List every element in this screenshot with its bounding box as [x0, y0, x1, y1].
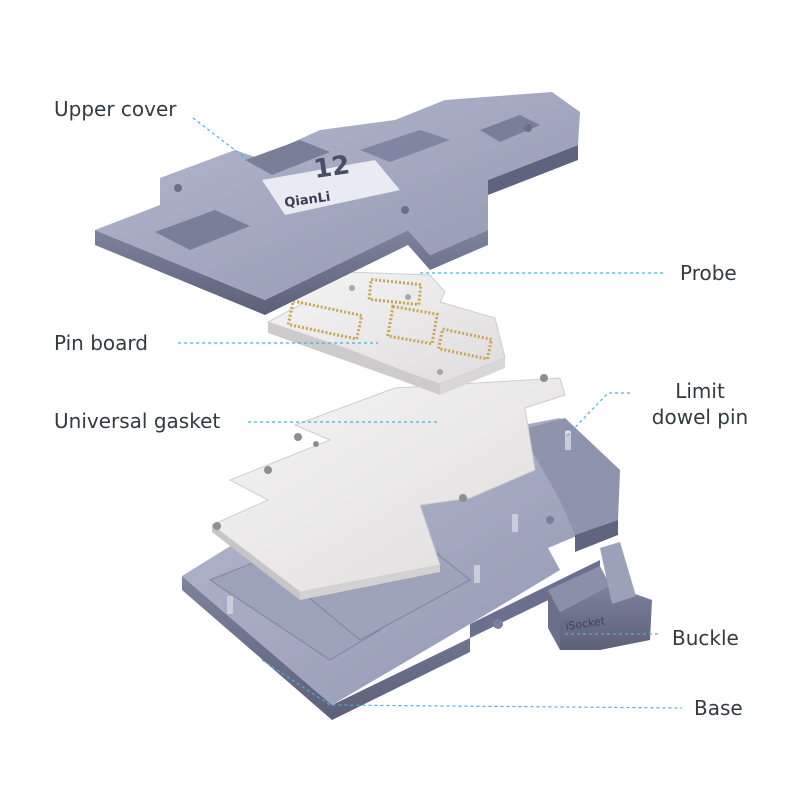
leader-lines [178, 117, 683, 709]
label-base: Base [694, 696, 743, 720]
label-probe: Probe [680, 261, 737, 285]
label-limit-line2: dowel pin [651, 405, 749, 429]
universal-gasket-part [211, 374, 566, 600]
pin-board-part [266, 271, 506, 395]
upper-cover-part: QianLi 12 [95, 92, 580, 315]
label-upper-cover: Upper cover [54, 97, 177, 121]
probe-cluster [286, 277, 494, 361]
label-pin-board: Pin board [54, 331, 148, 355]
label-universal-gasket: Universal gasket [54, 409, 221, 433]
cover-brand-imprint: QianLi [283, 190, 331, 211]
buckle-imprint: iSocket [565, 614, 607, 633]
label-limit-dowel-pin: Limit dowel pin [640, 378, 760, 430]
cover-model-imprint: 12 [312, 150, 352, 185]
leader-limit-dowel-pin [564, 392, 630, 439]
label-limit-line1: Limit [675, 379, 725, 403]
limit-dowel-pin [565, 430, 571, 450]
buckle-part: iSocket [548, 542, 652, 650]
label-buckle: Buckle [672, 626, 739, 650]
